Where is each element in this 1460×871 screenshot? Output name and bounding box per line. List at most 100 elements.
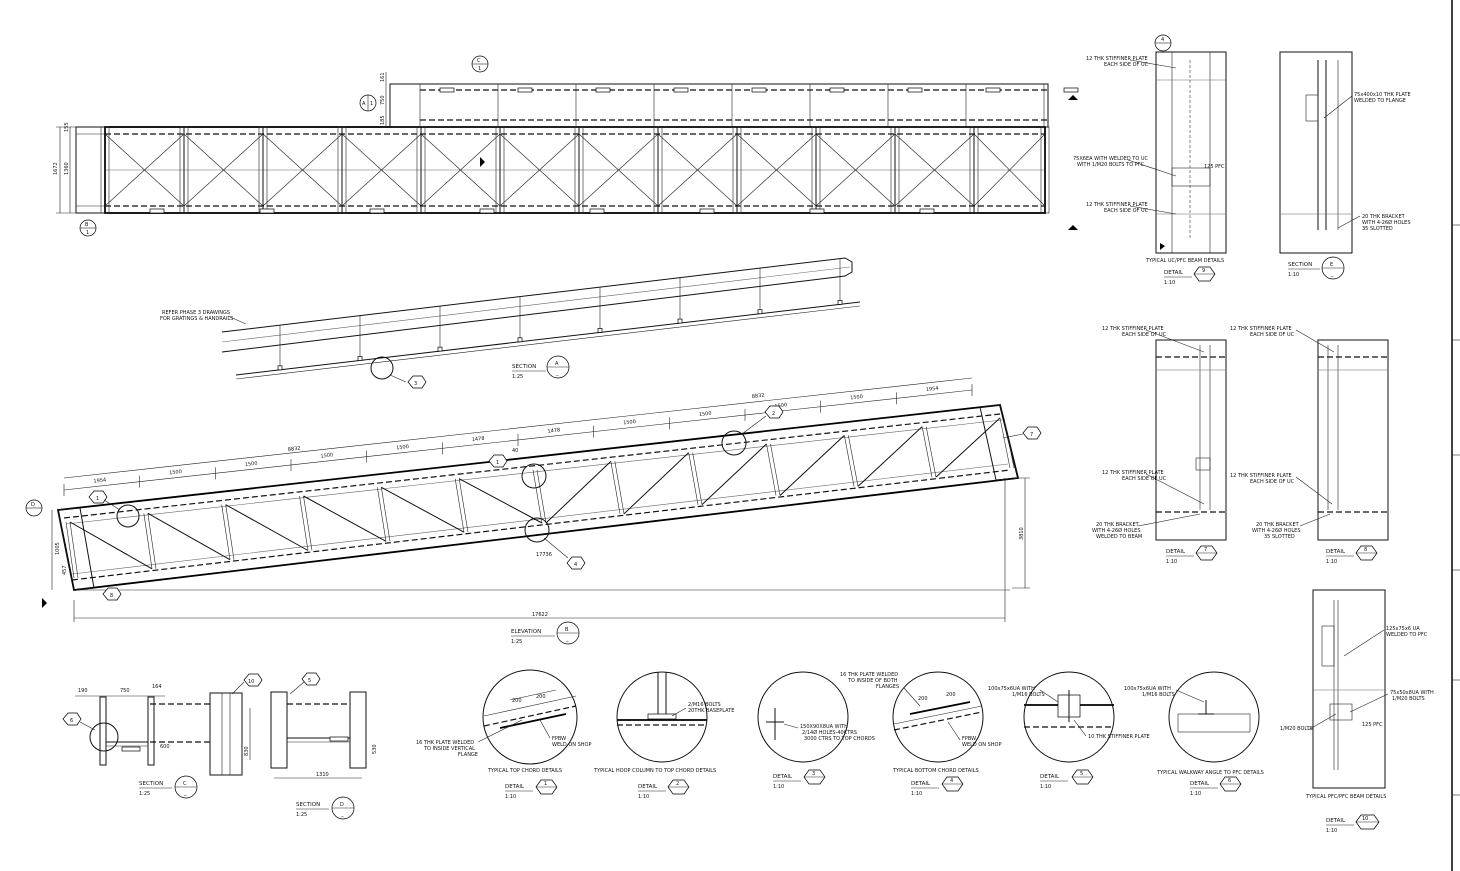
svg-text:EACH SIDE OF UC: EACH SIDE OF UC (1250, 479, 1295, 485)
svg-text:E: E (1330, 262, 1333, 268)
svg-text:SECTION: SECTION (296, 802, 320, 808)
detail-6: 100x75x6UA WITH 1/M16 BOLTS TYPICAL WALK… (1124, 671, 1264, 797)
svg-text:D: D (31, 502, 35, 508)
detail-9: 4 12 THK STIFFINER PLATE EACH SIDE OF UC… (1073, 34, 1227, 286)
svg-text:4: 4 (1161, 37, 1164, 43)
svg-text:D: D (340, 802, 344, 808)
section-a-view: REFER PHASE 3 DRAWINGS FOR GRATINGS & HA… (160, 257, 861, 389)
section-d-view: 1310 530 5 SECTION 1:25 D _ (270, 672, 378, 820)
svg-text:1954: 1954 (93, 477, 106, 484)
svg-text:200: 200 (946, 692, 956, 698)
svg-text:35 SLOTTED: 35 SLOTTED (1362, 226, 1393, 232)
svg-text:WELD ON SHOP: WELD ON SHOP (962, 742, 1001, 748)
svg-text:WITH 4-26Ø HOLES: WITH 4-26Ø HOLES (1252, 527, 1301, 534)
detail-2: 2/M16 BOLTS 20THK BASEPLATE TYPICAL HOOP… (593, 671, 734, 800)
svg-text:TYPICAL HOOP COLUMN TO TOP CHO: TYPICAL HOOP COLUMN TO TOP CHORD DETAILS (593, 768, 716, 774)
svg-text:35 SLOTTED: 35 SLOTTED (1264, 534, 1295, 540)
svg-text:EACH SIDE OF UC: EACH SIDE OF UC (1104, 62, 1149, 68)
svg-text:TYPICAL BOTTOM CHORD DETAILS: TYPICAL BOTTOM CHORD DETAILS (892, 768, 979, 774)
svg-text:1: 1 (478, 66, 481, 72)
svg-text:100x75x6UA WITH: 100x75x6UA WITH (988, 686, 1035, 692)
svg-text:FPBW: FPBW (962, 736, 976, 742)
svg-text:DETAIL: DETAIL (1190, 781, 1210, 787)
svg-text:1500: 1500 (320, 452, 333, 459)
svg-text:3: 3 (812, 771, 815, 777)
svg-text:3810: 3810 (1019, 527, 1025, 540)
svg-text:75X6EA WITH WELDED TO UC: 75X6EA WITH WELDED TO UC (1073, 156, 1149, 162)
svg-text:1:25: 1:25 (512, 374, 523, 380)
svg-text:DETAIL: DETAIL (1164, 270, 1184, 276)
svg-text:100x75x6UA WITH: 100x75x6UA WITH (1124, 686, 1171, 692)
svg-text:1/M16 BOLTS: 1/M16 BOLTS (1142, 692, 1175, 698)
svg-text:TYPICAL WALKWAY ANGLE TO PFC D: TYPICAL WALKWAY ANGLE TO PFC DETAILS (1156, 770, 1264, 776)
svg-text:1:10: 1:10 (911, 791, 922, 797)
svg-text:1:10: 1:10 (638, 794, 649, 800)
svg-text:16 THK PLATE WELDED: 16 THK PLATE WELDED (840, 672, 898, 678)
svg-text:1: 1 (86, 230, 89, 236)
svg-text:SECTION: SECTION (139, 781, 163, 787)
svg-text:2/14Ø HOLES-40CTRS: 2/14Ø HOLES-40CTRS (802, 729, 857, 736)
svg-text:B: B (85, 222, 89, 228)
svg-text:185: 185 (380, 115, 386, 125)
svg-text:_: _ (565, 636, 569, 642)
callout-hex-3 (407, 375, 427, 389)
detail-1: 200 200 16 THK PLATE WELDED TO INSIDE VE… (416, 669, 591, 800)
svg-text:12 THK STIFFINER PLATE: 12 THK STIFFINER PLATE (1086, 202, 1148, 208)
svg-text:1500: 1500 (623, 419, 636, 426)
section-a-title: SECTION (512, 364, 536, 370)
svg-text:20 THK BRACKET: 20 THK BRACKET (1256, 522, 1300, 528)
svg-text:10 THK STIFFINER PLATE: 10 THK STIFFINER PLATE (1088, 734, 1150, 740)
plan-view: 1672 1360 155 750 185 161 C 1 A 1 B 1 (53, 55, 1079, 237)
svg-text:1/M20 BOLTS: 1/M20 BOLTS (1392, 696, 1425, 702)
svg-text:2: 2 (676, 781, 679, 787)
svg-text:8832: 8832 (288, 446, 301, 453)
svg-text:75x400x10 THK PLATE: 75x400x10 THK PLATE (1354, 92, 1411, 98)
svg-text:6: 6 (1228, 778, 1231, 784)
svg-text:7: 7 (1030, 432, 1033, 438)
svg-text:200: 200 (512, 698, 522, 704)
svg-text:150X90X8UA WITH: 150X90X8UA WITH (800, 724, 848, 730)
svg-text:2/M16 BOLTS: 2/M16 BOLTS (688, 702, 721, 708)
svg-text:1954: 1954 (926, 386, 939, 393)
svg-text:1: 1 (496, 460, 499, 466)
elevation-callouts: 1 1 2 4 7 8 D (25, 405, 1042, 608)
svg-text:8832: 8832 (752, 393, 765, 400)
svg-text:3: 3 (414, 381, 417, 387)
svg-text:_: _ (1330, 271, 1334, 277)
svg-text:9: 9 (1202, 268, 1205, 274)
svg-text:1:25: 1:25 (139, 791, 150, 797)
detail-10: 125x75x6 UA WELDED TO PFC 75x50x8UA WITH… (1280, 589, 1434, 834)
svg-text:WELDED TO BEAM: WELDED TO BEAM (1096, 534, 1142, 540)
svg-text:DETAIL: DETAIL (773, 774, 793, 780)
svg-text:1:10: 1:10 (1190, 791, 1201, 797)
svg-text:125 PFC: 125 PFC (1204, 164, 1225, 170)
svg-text:1:10: 1:10 (1166, 559, 1177, 565)
svg-text:10: 10 (1362, 816, 1368, 822)
svg-text:1:10: 1:10 (773, 784, 784, 790)
svg-text:161: 161 (380, 72, 386, 82)
svg-text:1:10: 1:10 (1288, 272, 1299, 278)
detail-5: 100x75x6UA WITH 1/M16 BOLTS 10 THK STIFF… (988, 671, 1150, 790)
svg-text:1:10: 1:10 (1326, 559, 1337, 565)
svg-text:A: A (362, 101, 366, 107)
svg-text:5: 5 (1080, 771, 1083, 777)
svg-text:17736: 17736 (536, 552, 552, 558)
svg-text:C: C (183, 781, 187, 787)
svg-text:1/M16 BOLTS: 1/M16 BOLTS (1012, 692, 1045, 698)
detail-7: 12 THK STIFFINER PLATE EACH SIDE OF UC 1… (1092, 326, 1227, 565)
svg-text:TO INSIDE VERTICAL: TO INSIDE VERTICAL (423, 746, 475, 752)
svg-text:4: 4 (950, 778, 953, 784)
svg-text:10: 10 (248, 679, 254, 685)
svg-text:REFER PHASE 3 DRAWINGS: REFER PHASE 3 DRAWINGS (162, 310, 230, 316)
svg-text:8: 8 (110, 593, 113, 599)
svg-text:EACH SIDE OF UC: EACH SIDE OF UC (1104, 208, 1149, 214)
svg-text:5: 5 (308, 678, 311, 684)
svg-text:FPBW: FPBW (552, 736, 566, 742)
svg-text:164: 164 (152, 684, 162, 690)
svg-text:20THK BASEPLATE: 20THK BASEPLATE (688, 708, 734, 714)
svg-text:20 THK BRACKET: 20 THK BRACKET (1096, 522, 1140, 528)
svg-text:EACH SIDE OF UC: EACH SIDE OF UC (1122, 332, 1167, 338)
svg-text:DETAIL: DETAIL (911, 781, 931, 787)
